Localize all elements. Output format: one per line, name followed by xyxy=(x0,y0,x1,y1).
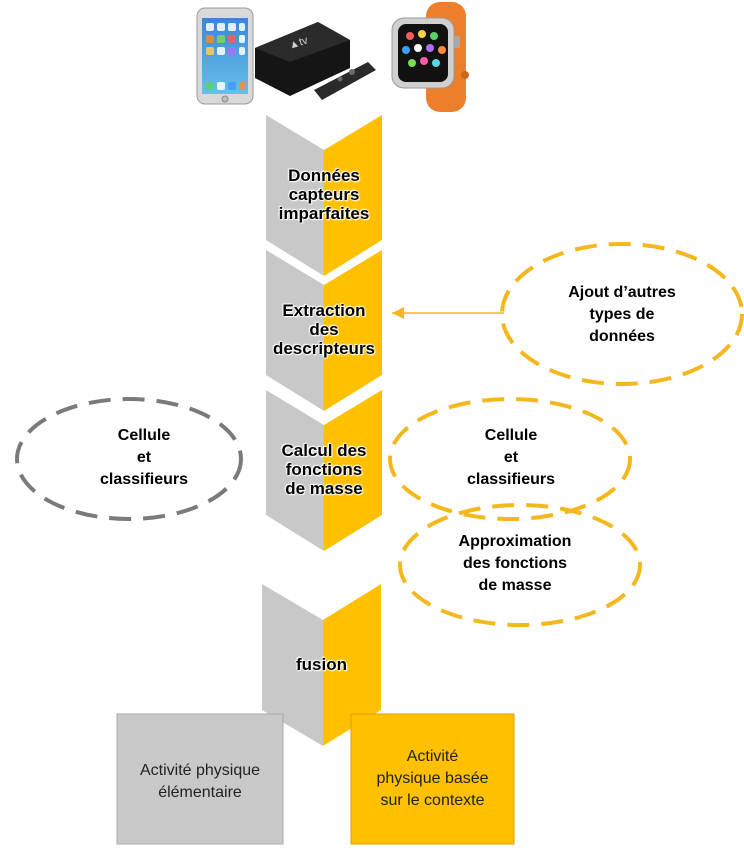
output-elementary-line-2: élémentaire xyxy=(158,784,242,801)
oval-left-cells-line-1: Cellule xyxy=(117,427,171,444)
oval-left-cells-line-2: et xyxy=(136,449,152,466)
oval-approximation-line-1: Approximation xyxy=(458,533,572,550)
stage-1-line-3: imparfaites xyxy=(278,204,370,223)
stage-2-line-3: descripteurs xyxy=(272,339,376,358)
oval-right-cells xyxy=(388,397,632,521)
output-context-line-1: Activité xyxy=(406,748,459,765)
output-context-box xyxy=(350,713,515,845)
stage-1-label: Données capteurs imparfaites xyxy=(266,166,382,223)
stage-3-line-3: de masse xyxy=(285,479,363,498)
oval-approximation-line-2: des fonctions xyxy=(462,555,567,572)
chevron-stage-4 xyxy=(262,584,381,746)
oval-extra-data-line-1: Ajout d’autres xyxy=(568,284,676,301)
oval-extra-data-line-2: types de xyxy=(589,306,655,323)
output-elementary-box xyxy=(116,713,284,845)
oval-left-cells-label: Cellule et classifieurs xyxy=(79,425,209,491)
oval-left-cells xyxy=(15,397,243,521)
stage-2-line-1: Extraction xyxy=(282,301,366,320)
stage-1-line-2: capteurs xyxy=(288,185,360,204)
oval-approximation-line-3: de masse xyxy=(478,577,552,594)
oval-right-cells-line-3: classifieurs xyxy=(466,471,556,488)
output-context-line-2: physique basée xyxy=(376,770,489,787)
chevron-stage-1 xyxy=(266,115,382,276)
output-elementary-label: Activité physique élémentaire xyxy=(117,760,283,804)
iphone-image xyxy=(196,7,254,105)
stage-3-line-1: Calcul des xyxy=(281,441,367,460)
stage-3-label: Calcul des fonctions de masse xyxy=(262,441,386,498)
oval-extra-data-label: Ajout d’autres types de données xyxy=(552,282,692,348)
output-context-line-3: sur le contexte xyxy=(380,792,485,809)
oval-approximation-label: Approximation des fonctions de masse xyxy=(440,531,590,597)
svg-text:▲tv: ▲tv xyxy=(287,34,310,52)
apple-tv-image: ▲tv xyxy=(255,22,376,100)
oval-extra-data xyxy=(500,242,744,386)
oval-right-cells-line-2: et xyxy=(503,449,519,466)
output-context-label: Activité physique basée sur le contexte xyxy=(351,746,514,812)
chevron-stage-2 xyxy=(266,250,382,411)
oval-right-cells-label: Cellule et classifieurs xyxy=(446,425,576,491)
stage-3-line-2: fonctions xyxy=(285,460,363,479)
chevron-stage-3 xyxy=(266,390,382,551)
oval-right-cells-line-1: Cellule xyxy=(484,427,538,444)
oval-left-cells-line-3: classifieurs xyxy=(99,471,189,488)
stage-4-line-1: fusion xyxy=(296,655,347,674)
stage-1-line-1: Données xyxy=(288,166,360,185)
apple-watch-image xyxy=(391,2,469,112)
stage-2-label: Extraction des descripteurs xyxy=(262,301,386,358)
stage-4-label: fusion xyxy=(262,655,381,674)
oval-approximation xyxy=(398,503,642,627)
stage-2-line-2: des xyxy=(309,320,339,339)
output-elementary-line-1: Activité physique xyxy=(139,762,261,779)
oval-extra-data-line-3: données xyxy=(589,328,655,345)
